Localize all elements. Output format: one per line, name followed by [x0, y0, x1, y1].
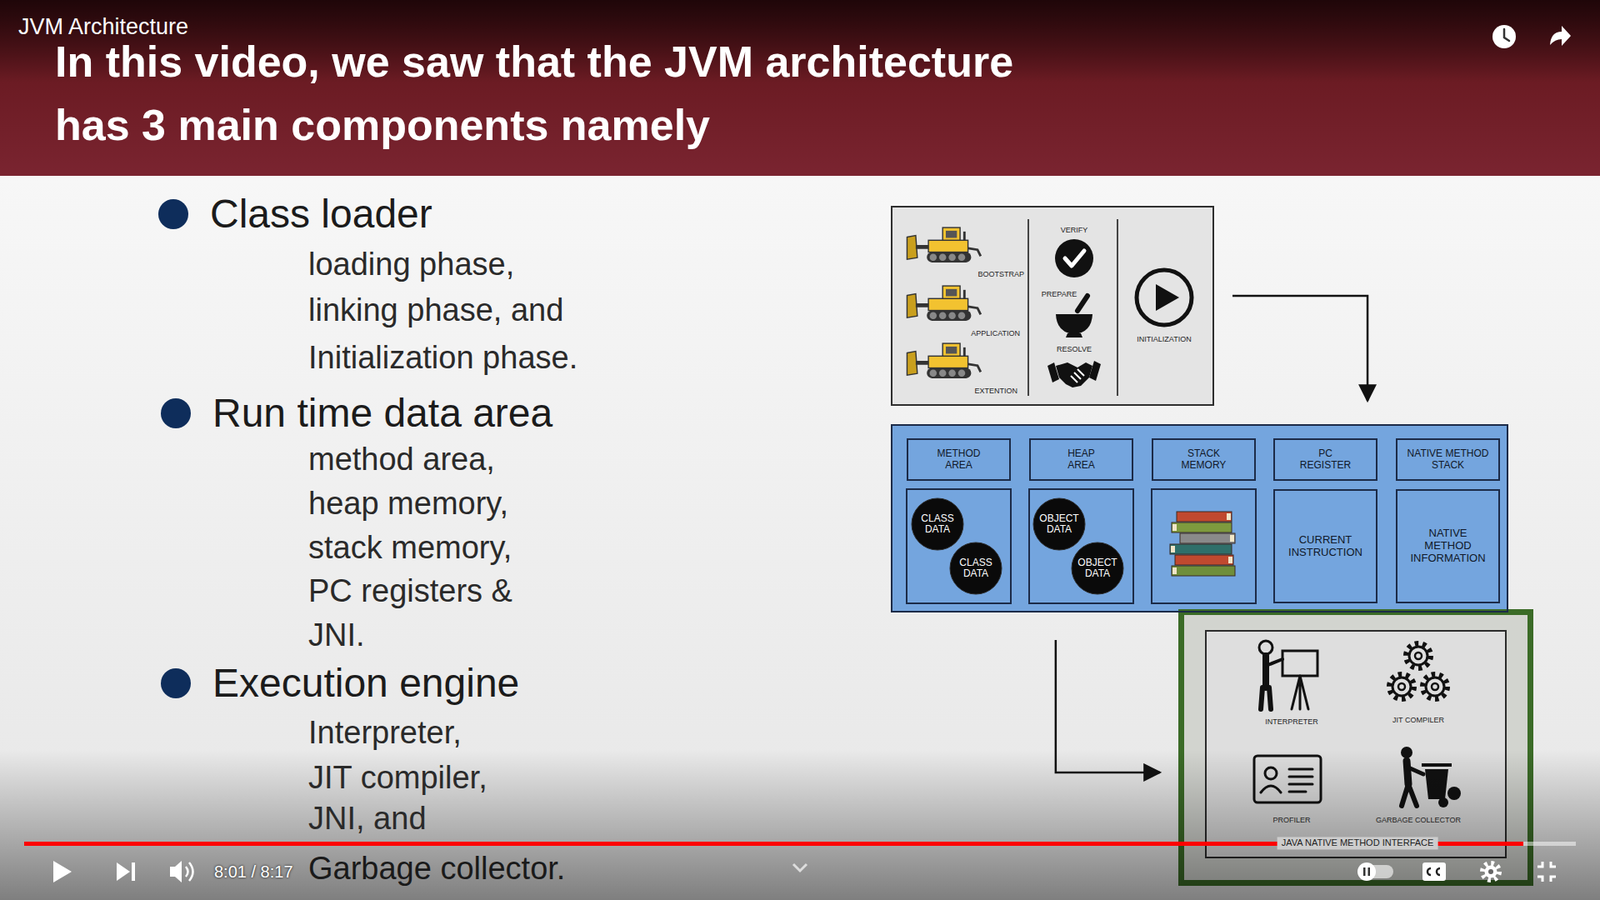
initialization-icon: [1136, 270, 1192, 325]
bullet-heading: Execution engine: [212, 659, 520, 708]
part-label: JAVA NATIVE METHOD INTERFACE: [1277, 836, 1439, 850]
interpreter-icon: [1259, 640, 1318, 710]
bullet-detail: Garbage collector.: [308, 850, 565, 889]
part-label: RESOLVE: [1056, 345, 1092, 355]
part-label: PROFILER: [1272, 815, 1310, 825]
box-label: CURRENT INSTRUCTION: [1280, 534, 1372, 560]
class-loader-box: BOOTSTRAP APPLICATION EXTENTION VERIFY PREPA…: [890, 205, 1215, 406]
circle-shape: [911, 498, 964, 550]
box-label: NATIVE METHOD STACK: [1401, 448, 1495, 472]
data-circle: CLASS DATA: [949, 541, 1003, 595]
part-label: PREPARE: [1041, 290, 1077, 300]
bullet-detail: JIT compiler,: [308, 759, 488, 798]
bullet-detail: Interpreter,: [308, 714, 462, 753]
area-header-box: HEAP AREA: [1029, 438, 1134, 481]
box-label: HEAP AREA: [1055, 448, 1108, 472]
jit-compiler-icon: [1389, 643, 1448, 700]
data-circle: OBJECT DATA: [1032, 497, 1086, 551]
part-label: BOOTSTRAP: [977, 270, 1025, 280]
area-header-box: NATIVE METHOD STACK: [1395, 438, 1500, 481]
circle-shape: [1071, 542, 1124, 595]
bullet-detail: JNI, and: [308, 800, 427, 839]
area-content-box: CURRENT INSTRUCTION: [1273, 489, 1378, 604]
flow-arrow: [1232, 295, 1368, 401]
bullet-detail: PC registers &: [308, 572, 513, 611]
area-header-box: METHOD AREA: [906, 438, 1011, 481]
title-bar: [0, 0, 1600, 176]
circle-label: OBJECT DATA: [1035, 513, 1083, 535]
resolve-icon: [1047, 360, 1101, 388]
circle-label: CLASS DATA: [952, 557, 1000, 580]
box-label: STACK MEMORY: [1174, 448, 1235, 472]
bullet-detail: JNI.: [308, 616, 365, 655]
circle-shape: [1033, 498, 1085, 550]
bullet-detail: stack memory,: [308, 529, 512, 568]
part-label: JIT COMPILER: [1392, 715, 1445, 725]
area-content-box: NATIVE METHOD INFORMATION: [1395, 489, 1500, 604]
part-label: INTERPRETER: [1265, 717, 1319, 727]
area-header-box: STACK MEMORY: [1151, 438, 1256, 481]
box-label: PC REGISTER: [1295, 448, 1356, 472]
verify-icon: [1055, 239, 1094, 278]
books-icon: [1170, 511, 1235, 576]
runtime-area-illustration: [890, 424, 1509, 613]
data-circle: CLASS DATA: [910, 497, 965, 551]
video-time: 8:01 / 8:17: [214, 861, 294, 882]
area-header-box: PC REGISTER: [1273, 438, 1378, 481]
execution-engine-box: INTERPRETER JIT COMPILER PROFILER GARBAGE C…: [1178, 609, 1534, 886]
circle-shape: [950, 542, 1002, 595]
box-label: NATIVE METHOD INFORMATION: [1408, 527, 1489, 565]
bullet-detail: Initialization phase.: [308, 339, 578, 378]
box-label: METHOD AREA: [929, 448, 990, 472]
flow-arrow: [1055, 640, 1160, 773]
circle-label: CLASS DATA: [914, 513, 961, 535]
runtime-data-area-box: METHOD AREA HEAP AREA STACK MEMORY PC REGIS…: [890, 424, 1509, 613]
bullet-heading: Run time data area: [212, 389, 553, 438]
player-top-icons: [1492, 25, 1571, 49]
bullet-detail: method area,: [308, 440, 495, 480]
video-title: JVM Architecture: [18, 13, 189, 40]
part-label: EXTENTION: [974, 386, 1018, 396]
part-label: APPLICATION: [970, 329, 1020, 339]
player-controls: [53, 860, 1556, 883]
circle-label: OBJECT DATA: [1074, 557, 1121, 580]
part-label: GARBAGE COLLECTOR: [1375, 815, 1461, 825]
data-circle: OBJECT DATA: [1070, 541, 1125, 595]
slide-title: In this video, we saw that the JVM archi…: [55, 30, 1080, 157]
class-loader-illustration: [890, 205, 1215, 406]
bullet-detail: loading phase,: [308, 245, 515, 285]
bullet-detail: heap memory,: [308, 485, 509, 524]
part-label: VERIFY: [1060, 225, 1089, 235]
bullet-dots: [158, 199, 191, 699]
bullet-heading: Class loader: [210, 190, 433, 239]
player-bottom-shade: [0, 750, 1600, 900]
bullet-detail: linking phase, and: [308, 291, 564, 330]
part-label: INITIALIZATION: [1136, 335, 1191, 345]
prepare-icon: [1055, 295, 1093, 338]
